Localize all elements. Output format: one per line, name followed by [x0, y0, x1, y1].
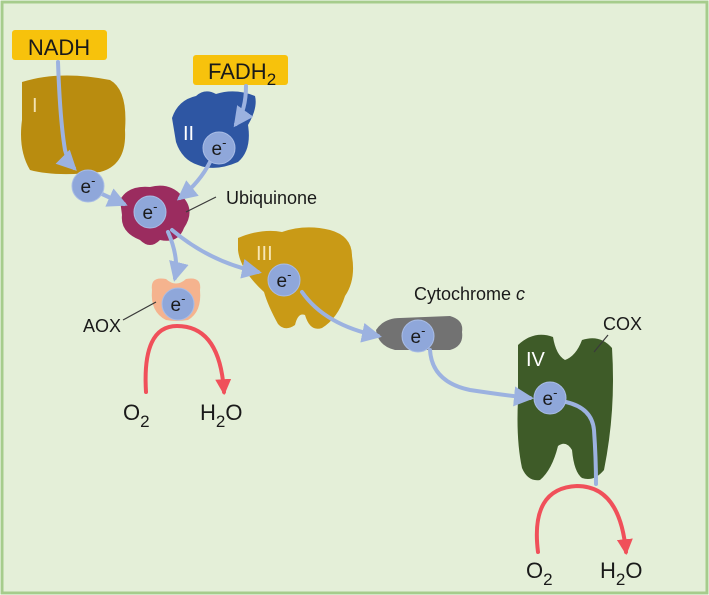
svg-text:e-: e- — [277, 267, 292, 292]
cox-o2-label: O2 — [526, 558, 553, 589]
aox-label: AOX — [83, 316, 121, 336]
complex-i-label: I — [32, 95, 38, 117]
complex-iv-shape — [517, 334, 613, 481]
nadh-label: NADH — [28, 35, 90, 60]
ubiquinone-label: Ubiquinone — [226, 188, 317, 208]
arrow-ubiquinone-to-complex-iii — [170, 228, 262, 279]
arrow-fadh2-to-complex-ii — [233, 84, 254, 128]
nadh-box — [12, 30, 107, 60]
electron-complex-i: e- — [71, 169, 105, 203]
arrow-nadh-to-complex-i — [55, 60, 77, 171]
cytochrome-c-label: Cytochrome c — [414, 284, 525, 304]
complex-i-shape — [21, 75, 126, 175]
arrow-ubiquinone-to-aox — [166, 230, 189, 282]
leader-lines — [122, 196, 609, 353]
electron-complex-iii: e- — [267, 263, 301, 297]
complex-iv-label: IV — [526, 349, 546, 371]
cox-leader — [593, 334, 609, 353]
electron-cytochrome-c: e- — [401, 319, 435, 353]
cox-h2o-label: H2O — [600, 558, 642, 589]
electron-aox: e- — [161, 287, 195, 321]
oxygen-reduction-arrows — [143, 323, 633, 556]
cox-oxygen-arc — [534, 483, 633, 556]
arrow-cytochrome-c-to-complex-iv — [428, 348, 534, 407]
fadh2-box — [193, 55, 288, 85]
fadh2-label: FADH2 — [208, 59, 276, 89]
ubiquinone-leader — [185, 196, 217, 213]
aox-leader — [122, 301, 157, 321]
complex-ii-label: II — [183, 123, 194, 145]
cox-label: COX — [603, 314, 642, 334]
electron-flow-arrows — [55, 60, 598, 486]
electron-ubiquinone: e- — [133, 195, 167, 229]
electron-complex-ii: e- — [202, 131, 236, 165]
svg-text:e-: e- — [81, 173, 96, 198]
line-complex-iv-to-water — [564, 400, 598, 486]
svg-text:e-: e- — [411, 323, 426, 348]
arrow-complex-ii-to-ubiquinone — [176, 160, 212, 201]
electron-markers: e- e- e- e- e- e- e- — [71, 131, 567, 415]
arrow-complex-iii-to-cytochrome-c — [300, 290, 382, 343]
complex-iii-label: III — [256, 243, 273, 265]
aox-h2o-label: H2O — [200, 400, 242, 431]
electron-complex-iv: e- — [533, 381, 567, 415]
svg-text:e-: e- — [212, 135, 227, 160]
aox-oxygen-arc — [143, 323, 232, 396]
aox-o2-label: O2 — [123, 400, 150, 431]
arrow-complex-i-to-ubiquinone — [100, 188, 128, 207]
svg-text:e-: e- — [543, 385, 558, 410]
svg-text:e-: e- — [143, 199, 158, 224]
svg-text:e-: e- — [171, 291, 186, 316]
